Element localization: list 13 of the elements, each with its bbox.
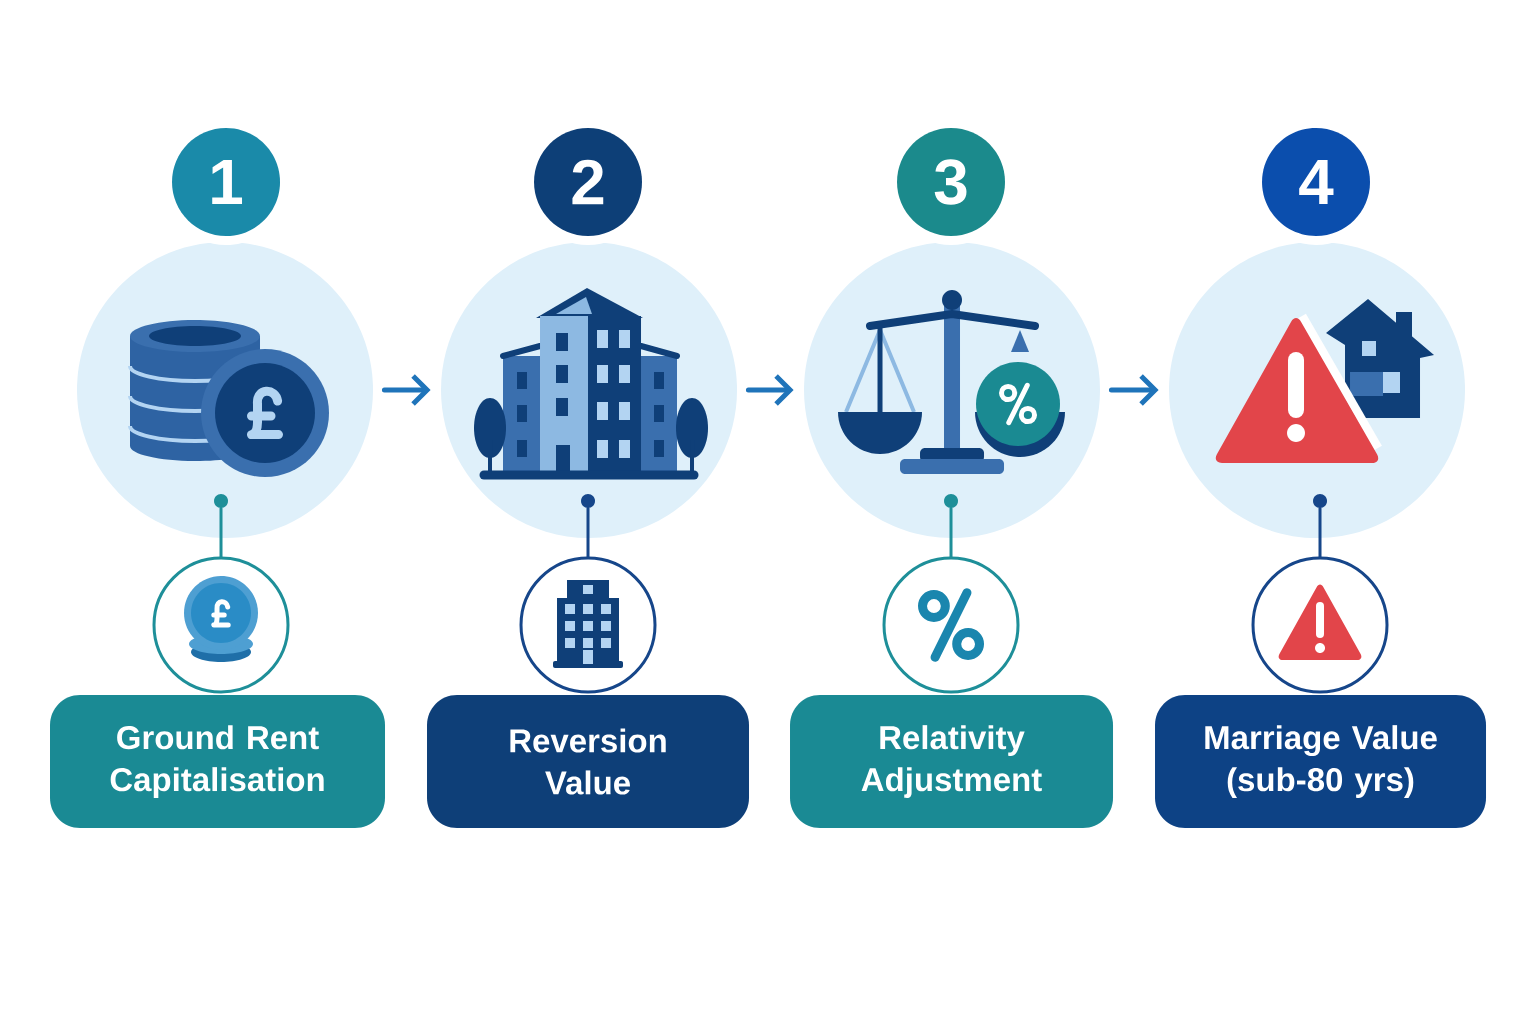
label-box: Reversion Value: [427, 695, 749, 828]
icon-circle: [882, 556, 1020, 694]
label-box: Relativity Adjustment: [790, 695, 1113, 828]
connector-line: [219, 506, 223, 558]
connector-dot: [944, 494, 958, 508]
connector-line: [949, 506, 953, 558]
connector-line: [586, 506, 590, 558]
label-box: Ground Rent Capitalisation: [50, 695, 385, 828]
connector-dot: [1313, 494, 1327, 508]
connector-dot: [581, 494, 595, 508]
label-box: Marriage Value (sub-80 yrs): [1155, 695, 1486, 828]
connector-line: [1318, 506, 1322, 558]
connector-dot: [214, 494, 228, 508]
